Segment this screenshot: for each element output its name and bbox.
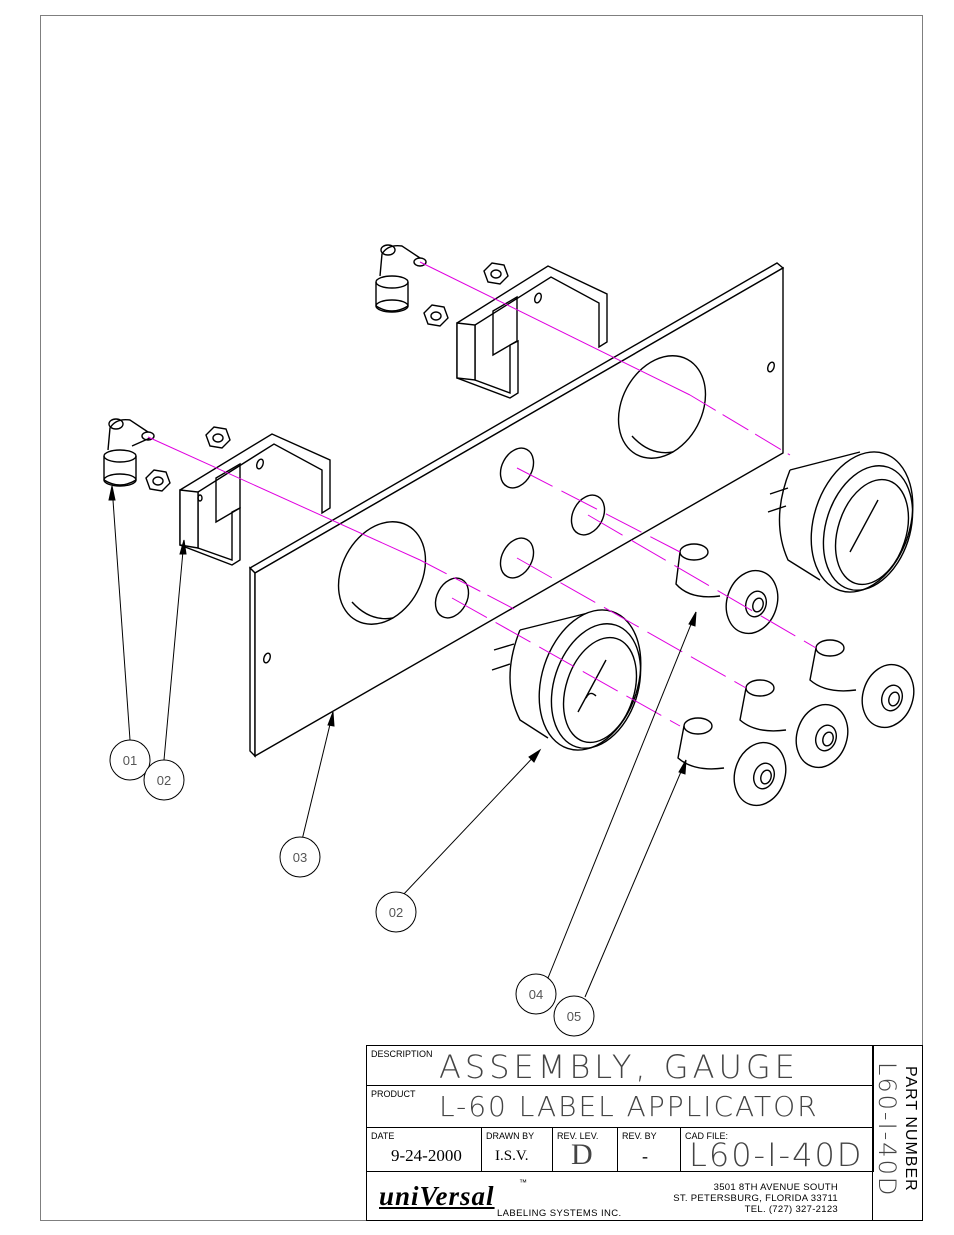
product-label: PRODUCT bbox=[371, 1089, 416, 1099]
cad-file-value: L60-I-40D bbox=[689, 1136, 864, 1174]
date-cell: DATE 9-24-2000 bbox=[367, 1128, 482, 1172]
rev-by-label: REV. BY bbox=[622, 1131, 657, 1141]
drawn-by-value: I.S.V. bbox=[495, 1148, 529, 1164]
bushing-2 bbox=[809, 639, 915, 729]
elbow-fitting-right bbox=[375, 244, 427, 313]
rev-by-value: - bbox=[642, 1146, 648, 1166]
callout-03: 03 bbox=[293, 850, 307, 865]
cad-file-cell: CAD FILE: L60-I-40D bbox=[681, 1128, 874, 1174]
part-number-column: PART NUMBER L60-I-40D bbox=[872, 1046, 922, 1220]
address-line-3: TEL. (727) 327-2123 bbox=[744, 1204, 838, 1215]
drawn-by-label: DRAWN BY bbox=[486, 1131, 535, 1141]
callout-balloon bbox=[143, 759, 185, 801]
part-number-value: L60-I-40D bbox=[873, 1062, 901, 1198]
bracket-left bbox=[179, 433, 331, 566]
rev-level-cell: REV. LEV. D bbox=[553, 1128, 618, 1172]
callout-02-gauge: 02 bbox=[389, 905, 403, 920]
rev-level-label: REV. LEV. bbox=[557, 1131, 599, 1141]
date-value: 9-24-2000 bbox=[391, 1146, 462, 1165]
product-cell: PRODUCT L-60 LABEL APPLICATOR bbox=[367, 1086, 874, 1128]
pressure-gauge-back bbox=[767, 451, 914, 593]
rev-level-value: D bbox=[571, 1138, 593, 1171]
callout-balloon bbox=[553, 995, 595, 1037]
hex-nut-left-1 bbox=[205, 426, 231, 449]
company-address: 3501 8TH AVENUE SOUTH ST. PETERSBURG, FL… bbox=[618, 1182, 838, 1215]
callout-01: 01 bbox=[123, 753, 137, 768]
callout-balloon bbox=[375, 891, 417, 933]
company-subtitle: LABELING SYSTEMS INC. bbox=[497, 1208, 622, 1219]
bracket-right bbox=[456, 265, 608, 399]
drawn-by-cell: DRAWN BY I.S.V. bbox=[482, 1128, 553, 1172]
product-value: L-60 LABEL APPLICATOR bbox=[439, 1090, 819, 1123]
callout-04: 04 bbox=[529, 987, 543, 1002]
bushing-4 bbox=[677, 717, 787, 807]
trademark-mark: ™ bbox=[519, 1178, 527, 1187]
description-cell: DESCRIPTION ASSEMBLY, GAUGE bbox=[367, 1046, 874, 1086]
cad-file-label: CAD FILE: bbox=[685, 1131, 729, 1141]
callout-02-left: 02 bbox=[157, 773, 171, 788]
pressure-gauge-front bbox=[491, 609, 642, 751]
leader-lines bbox=[108, 485, 697, 998]
callouts bbox=[109, 739, 595, 1037]
description-label: DESCRIPTION bbox=[371, 1049, 433, 1059]
date-label: DATE bbox=[371, 1131, 395, 1141]
panel-plate bbox=[248, 262, 785, 758]
rev-by-cell: REV. BY - bbox=[618, 1128, 681, 1172]
title-block: DESCRIPTION ASSEMBLY, GAUGE PRODUCT L-60… bbox=[366, 1045, 923, 1221]
hex-nut-left-2 bbox=[145, 469, 171, 492]
hex-nut-right-2 bbox=[423, 304, 449, 327]
callout-05: 05 bbox=[567, 1009, 581, 1024]
callout-balloon bbox=[279, 836, 321, 878]
hex-nut-right-1 bbox=[483, 262, 509, 285]
bushing-1 bbox=[675, 543, 779, 635]
callout-balloon bbox=[515, 973, 557, 1015]
company-logo: uniVersal bbox=[379, 1181, 495, 1211]
callout-balloon bbox=[109, 739, 151, 781]
description-value: ASSEMBLY, GAUGE bbox=[439, 1048, 799, 1086]
bushing-3 bbox=[739, 679, 849, 769]
part-number-label: PART NUMBER bbox=[902, 1066, 919, 1192]
address-line-2: ST. PETERSBURG, FLORIDA 33711 bbox=[673, 1193, 838, 1204]
address-line-1: 3501 8TH AVENUE SOUTH bbox=[713, 1182, 838, 1193]
elbow-fitting-left bbox=[103, 418, 155, 487]
centerlines bbox=[147, 261, 817, 727]
